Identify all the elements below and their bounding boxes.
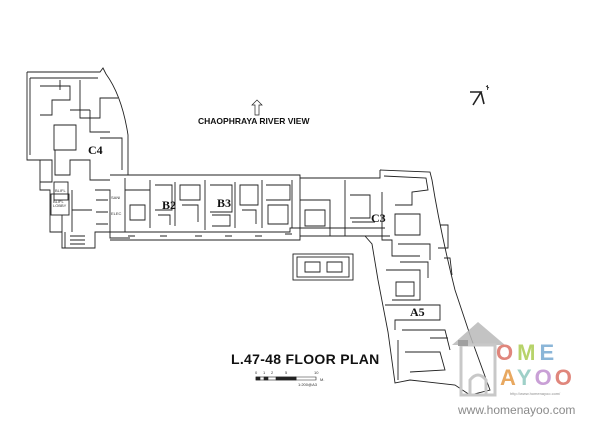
- view-arrow-icon: [251, 99, 263, 116]
- scale-tick-0: 0: [255, 370, 258, 375]
- scale-unit: M.: [320, 377, 325, 382]
- watermark-word2: AYOO: [500, 367, 575, 389]
- watermark-small-url: http://www.homenayoo.com/: [510, 391, 561, 396]
- watermark-letter: O: [496, 340, 518, 365]
- center-corridor: [98, 170, 390, 241]
- homenayoo-logo-icon: [452, 322, 505, 397]
- north-arrow-icon: [470, 85, 490, 106]
- c4-wing: [26, 67, 130, 249]
- lobby-label: BLIFL LOBBY: [53, 199, 67, 208]
- scale-tick-5: 5: [285, 370, 288, 375]
- scale-tick-1: 1: [263, 370, 266, 375]
- watermark-url: www.homenayoo.com: [458, 403, 576, 417]
- scale-tick-2: 2: [271, 370, 274, 375]
- floor-plan-title: L.47-48 FLOOR PLAN: [231, 351, 380, 367]
- scale-note: 1:200@A3: [298, 382, 317, 387]
- sani-label: SANI: [111, 195, 121, 200]
- watermark-letter: A: [500, 365, 517, 390]
- elevator-label: BLIFL: [55, 188, 66, 193]
- watermark-letter: M: [517, 340, 540, 365]
- right-wing: [364, 169, 491, 396]
- watermark-letter: O: [534, 365, 555, 390]
- service-shaft: [292, 253, 354, 281]
- scale-tick-10: 10: [314, 370, 319, 375]
- watermark-letter: Y: [516, 365, 535, 390]
- scale-bar: [255, 376, 317, 381]
- elec-label: ELEC: [111, 211, 122, 216]
- watermark-letter: O: [554, 365, 575, 390]
- unit-label-b3: B3: [217, 196, 232, 210]
- unit-label-b2: B2: [162, 198, 177, 212]
- watermark-word1: OME: [496, 342, 558, 364]
- watermark-letter: E: [539, 340, 559, 365]
- river-view-label: CHAOPHRAYA RIVER VIEW: [198, 116, 310, 126]
- unit-label-a5: A5: [410, 305, 425, 319]
- unit-label-c4: C4: [88, 143, 103, 157]
- unit-label-c3: C3: [371, 211, 386, 225]
